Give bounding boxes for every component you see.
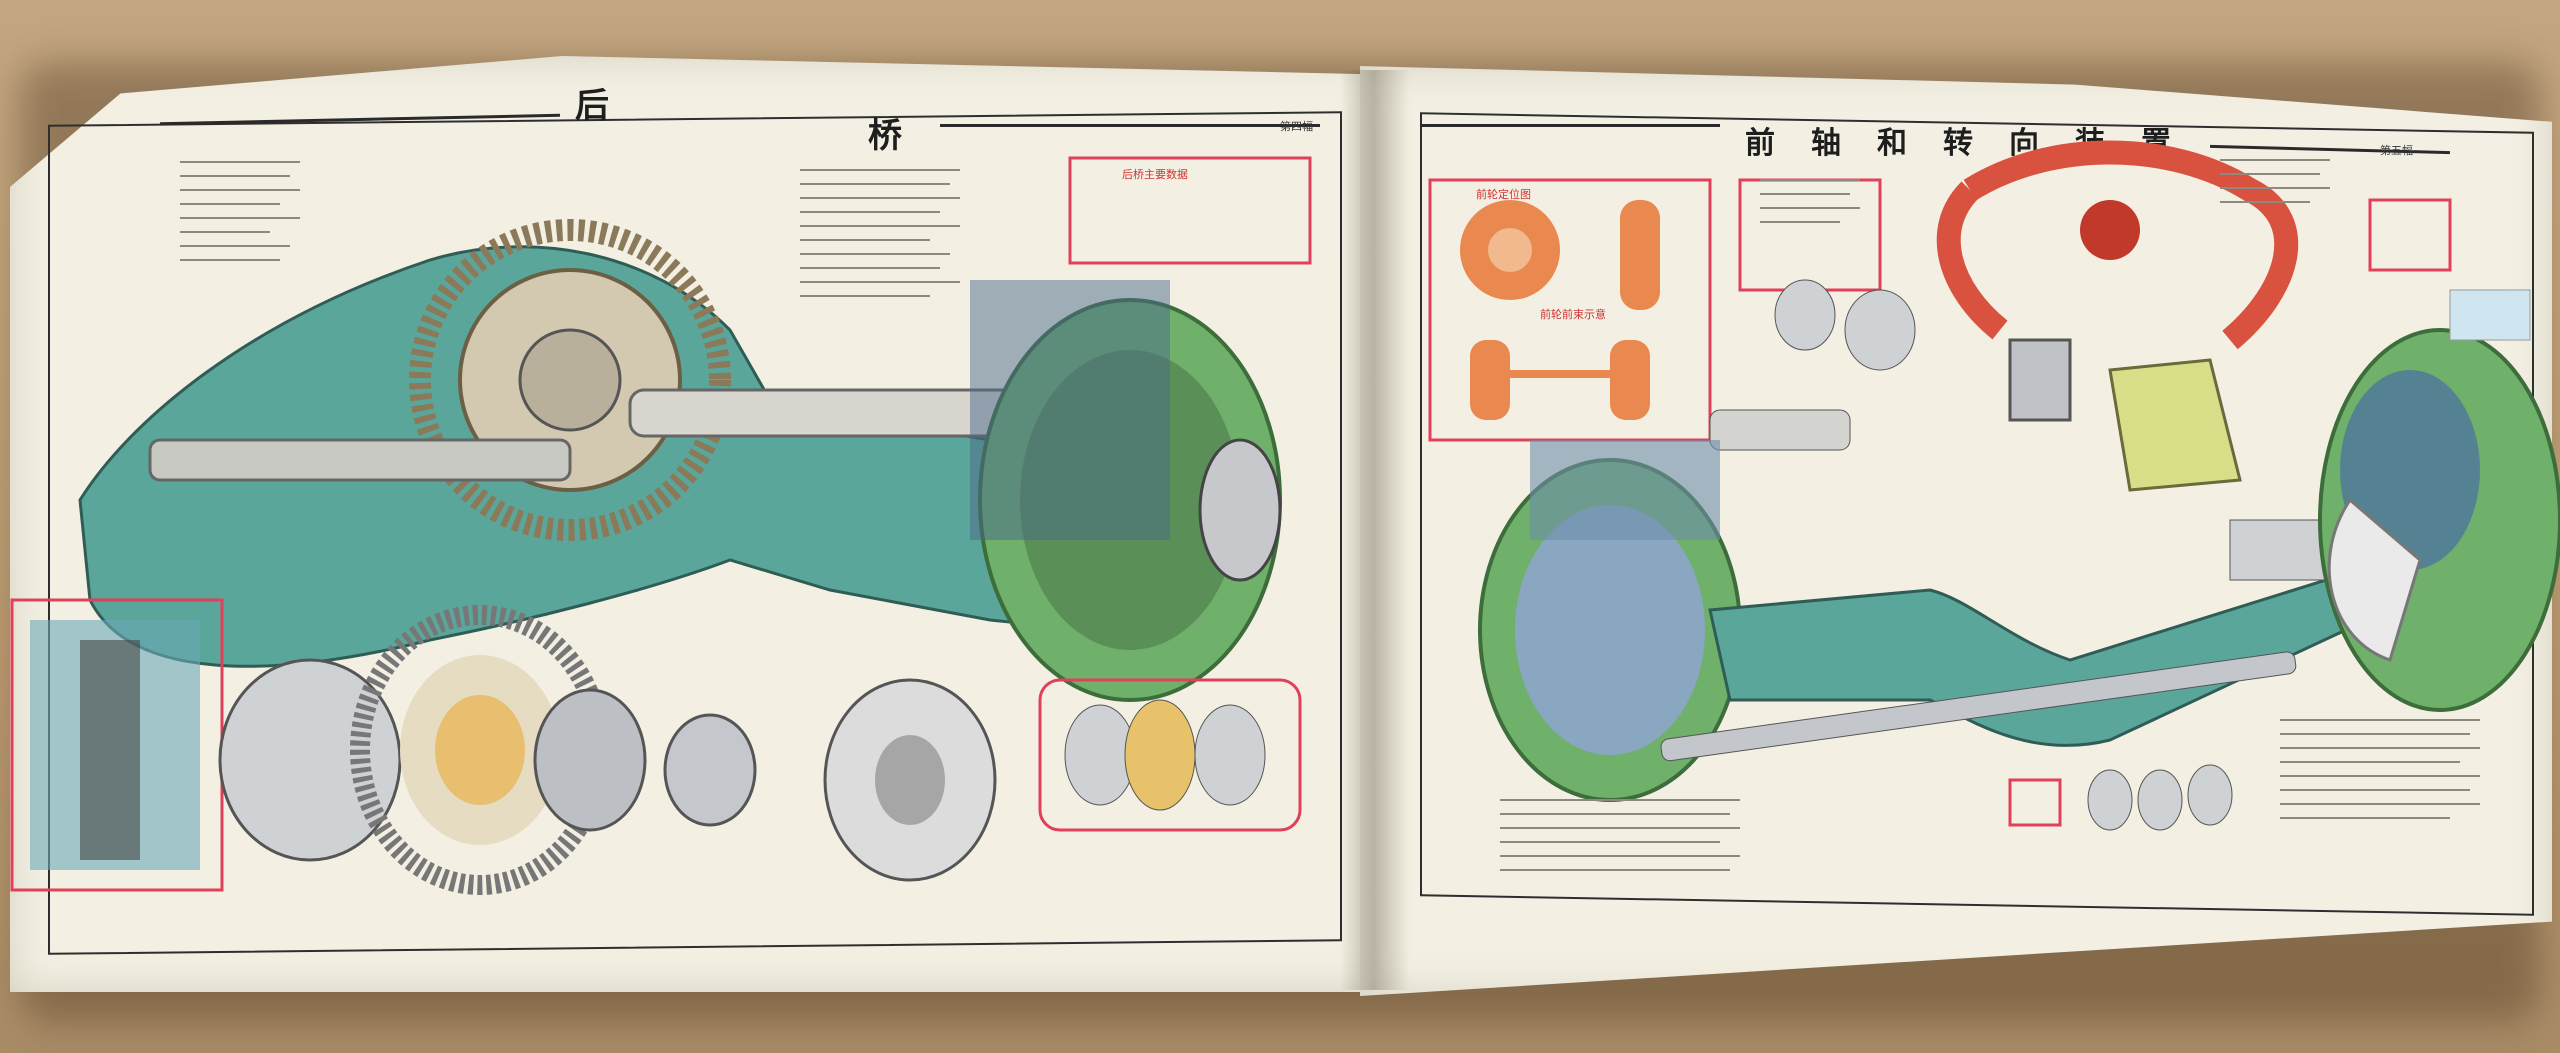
rear-axle-cutaway-illustration — [10, 156, 1312, 895]
right-page-number: 第五幅 — [2380, 144, 2413, 157]
book-gutter — [1340, 70, 1410, 990]
left-title-part-1: 后 — [575, 86, 635, 126]
left-title-part-2: 桥 — [868, 116, 928, 156]
right-header-rule-1 — [1420, 124, 1720, 127]
right-inset-label-2: 前轮前束示意 — [1540, 308, 1606, 321]
left-page-number: 第四幅 — [1280, 120, 1313, 133]
left-note-box-title: 后桥主要数据 — [1122, 168, 1188, 181]
front-axle-steering-illustration — [1428, 140, 2560, 831]
left-header-rule-2 — [940, 124, 1320, 127]
right-inset-label-1: 前轮定位图 — [1476, 188, 1531, 201]
